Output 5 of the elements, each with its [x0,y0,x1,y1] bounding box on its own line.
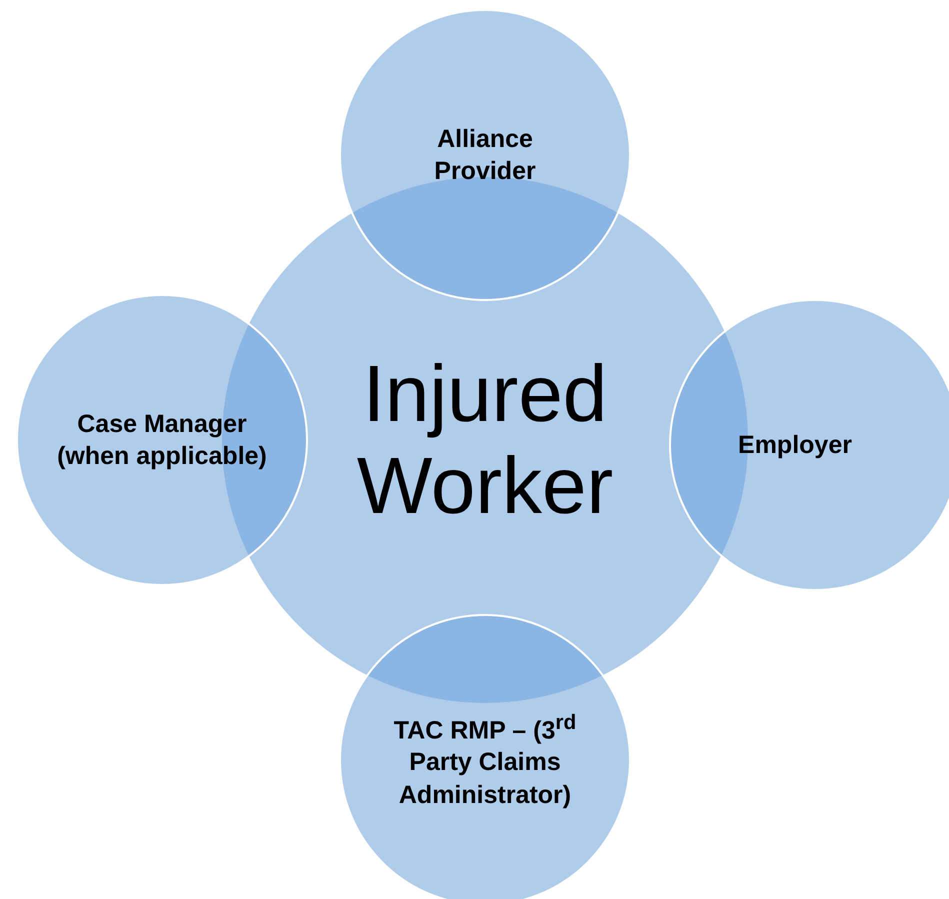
circle-label: Case Manager (when applicable) [57,408,267,472]
circle-label: Employer [737,430,853,461]
circle-label: TAC RMP – (3$^{rd}$ Party Claims Administrator) [392,710,578,811]
circle-label: Injured Worker [356,348,614,532]
circle-label: Alliance Provider [433,124,537,187]
